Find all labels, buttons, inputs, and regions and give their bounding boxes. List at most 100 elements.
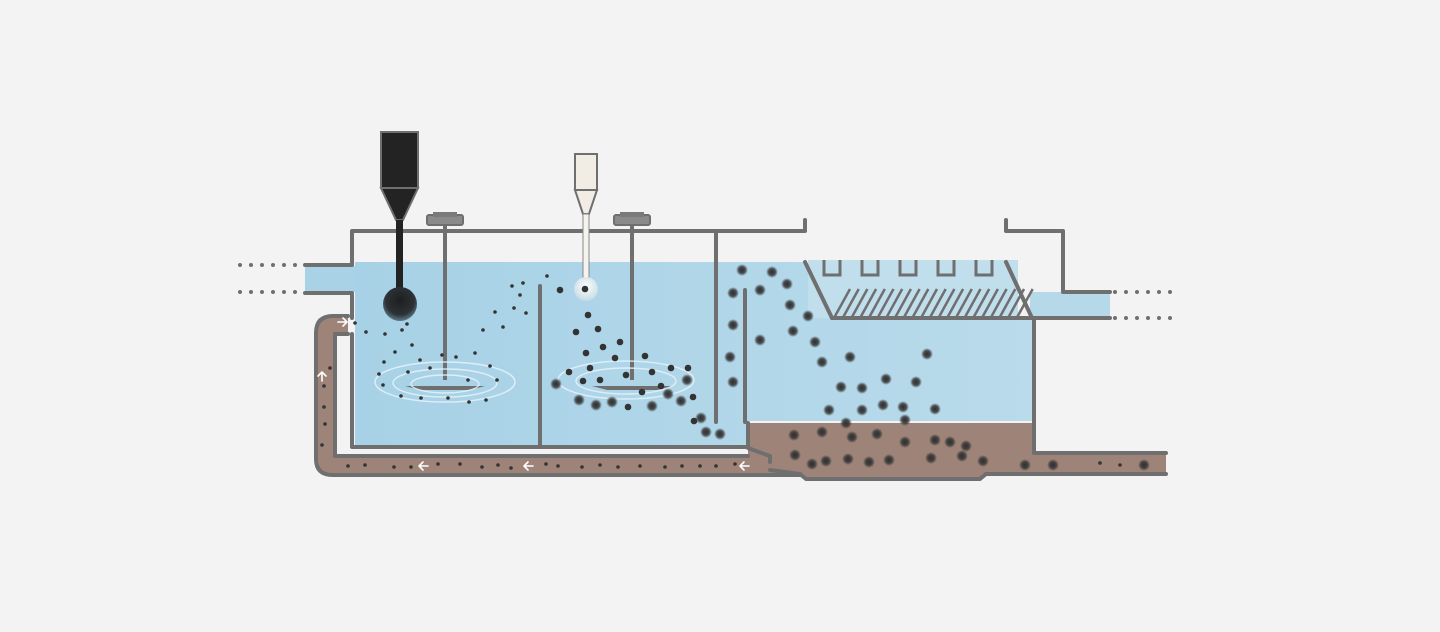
lamella-plate (980, 288, 999, 319)
collection-trough (936, 260, 956, 277)
floc-particle (1098, 461, 1102, 465)
floc-particle (509, 466, 513, 470)
mixer-2 (557, 212, 695, 400)
floc-particle (877, 399, 889, 411)
floc-particle (806, 458, 818, 470)
floc-particle (364, 330, 368, 334)
settler-floor (746, 446, 988, 481)
outlet-flow-dot (1113, 290, 1117, 294)
floc-particle (419, 396, 423, 400)
floc-particle (684, 364, 692, 372)
floc-particle (840, 417, 852, 429)
coagulant-hopper (380, 131, 419, 189)
floc-particle (322, 384, 326, 388)
polymer-feed-tube (582, 213, 590, 279)
floc-particle (392, 465, 396, 469)
floc-particle (698, 464, 702, 468)
coagulation-tank-wall (350, 332, 750, 449)
floc-particle (328, 366, 332, 370)
floc-particle (616, 465, 620, 469)
outlet-flow-dot (1157, 316, 1161, 320)
floc-particle (586, 364, 594, 372)
floc-particle (436, 462, 440, 466)
floc-particle (781, 278, 793, 290)
floc-particle (921, 348, 933, 360)
floc-particle (323, 422, 327, 426)
settler-top-wall (1004, 218, 1112, 294)
floc-particle (573, 394, 585, 406)
floc-particle (616, 338, 624, 346)
floc-particle (481, 328, 485, 332)
floc-particle (501, 325, 505, 329)
lamella-plate (911, 288, 930, 319)
inlet-flow-dot (249, 263, 253, 267)
floc-particle (428, 366, 432, 370)
lamella-plate (850, 288, 869, 319)
outlet-water (1030, 292, 1110, 318)
floc-particle (377, 372, 381, 376)
collection-trough (860, 260, 880, 277)
floc-particle (820, 455, 832, 467)
floc-particle (320, 443, 324, 447)
floc-particle (789, 449, 801, 461)
mixer-1-swirl (374, 361, 516, 403)
floc-particle (440, 353, 444, 357)
coagulant-funnel (379, 187, 420, 221)
floc-particle (648, 368, 656, 376)
floc-particle (484, 398, 488, 402)
floc-particle (594, 325, 602, 333)
mixer-1-cap (433, 212, 457, 217)
floc-particle (910, 376, 922, 388)
floc-particle (657, 382, 665, 390)
lamella-plates (832, 288, 1034, 319)
floc-particle (714, 464, 718, 468)
floc-particle (842, 453, 854, 465)
floc-particle (598, 463, 602, 467)
lamella-plate (832, 288, 852, 319)
water-layer (305, 260, 1110, 446)
floc-particle (802, 310, 814, 322)
floc-particle (495, 378, 499, 382)
floc-particle (727, 376, 739, 388)
floc-particle (899, 436, 911, 448)
lamella-plate (972, 288, 991, 319)
floc-particle (596, 376, 604, 384)
floc-particle (510, 284, 514, 288)
coagulant-feed-tube (396, 220, 403, 290)
floc-particle (446, 396, 450, 400)
floc-particle (956, 450, 968, 462)
floc-particle (556, 464, 560, 468)
tank-water (355, 262, 1032, 446)
floc-particle (409, 465, 413, 469)
floc-particle (565, 368, 573, 376)
floc-particle (816, 356, 828, 368)
floc-particle (646, 400, 658, 412)
floc-particle (766, 266, 778, 278)
structure (303, 218, 1168, 481)
polymer-hopper (574, 153, 598, 191)
floc-particle (809, 336, 821, 348)
floc-particle (638, 388, 646, 396)
inlet-water (305, 266, 355, 292)
outlet-flow-dot (1124, 316, 1128, 320)
inlet-flow-dot (271, 290, 275, 294)
floc-particle (322, 405, 326, 409)
floc-particle (700, 426, 712, 438)
floc-particle (622, 371, 630, 379)
mixer-1 (374, 212, 516, 403)
inlet-flow-dot (249, 290, 253, 294)
floc-particle (363, 463, 367, 467)
outlet-flow-dot (1113, 316, 1117, 320)
floc-particle (667, 364, 675, 372)
floc-particle (784, 299, 796, 311)
floc-particle (466, 378, 470, 382)
inlet-channel-top (303, 218, 807, 267)
flow-dotted-lines (238, 263, 1172, 320)
floc-particle (977, 455, 989, 467)
floc-particle (572, 328, 580, 336)
inlet-flow-dot (238, 263, 242, 267)
floc-particle (871, 428, 883, 440)
flow-arrow-left (739, 461, 750, 471)
